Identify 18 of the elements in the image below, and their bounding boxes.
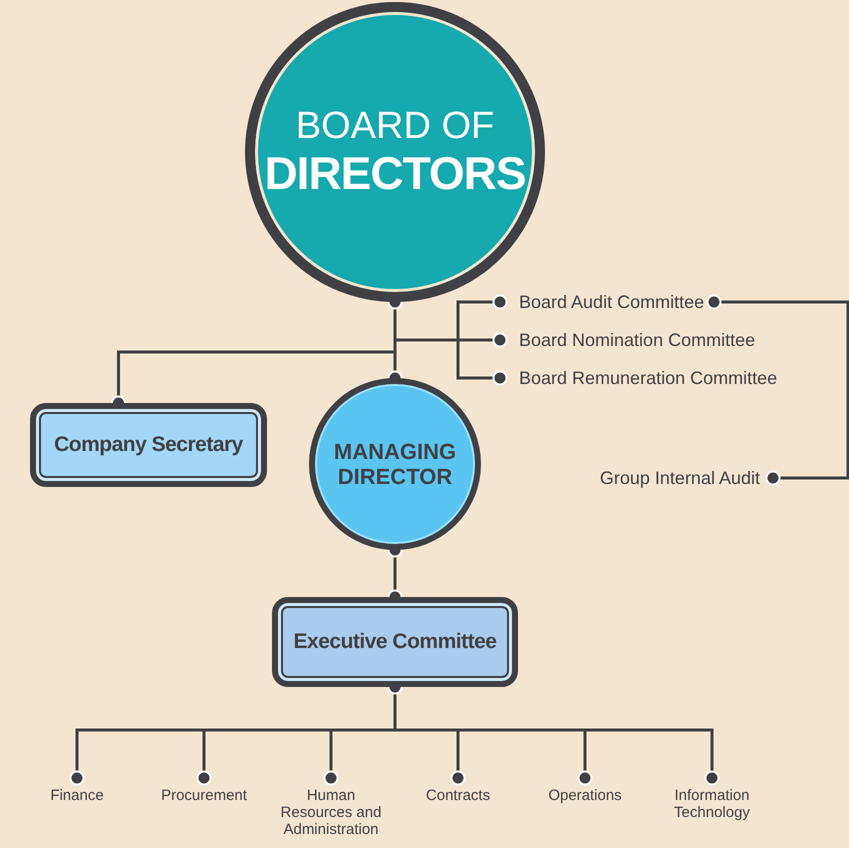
committee-label: Board Audit Committee: [508, 290, 714, 314]
node-title: Company Secretary: [54, 433, 243, 457]
department-label: Human Resources and Administration: [269, 778, 393, 846]
department-label: Information Technology: [650, 778, 774, 846]
committee-label: Board Nomination Committee: [508, 328, 766, 352]
audit-label: Group Internal Audit: [560, 466, 773, 490]
committee-box: [272, 597, 518, 687]
committee-label: Board Remuneration Committee: [508, 366, 800, 390]
node-title: Executive Committee: [294, 630, 496, 654]
title-heading: DIRECTORS: [264, 148, 526, 198]
department-label: Procurement: [142, 778, 266, 846]
connector-line: [706, 294, 849, 486]
node-title: MANAGING DIRECTOR: [332, 438, 458, 490]
role-box: [30, 403, 267, 487]
title-line: BOARD OF: [296, 106, 494, 148]
department-label: Finance: [15, 778, 139, 846]
department-label: Operations: [523, 778, 647, 846]
department-label: Contracts: [396, 778, 520, 846]
